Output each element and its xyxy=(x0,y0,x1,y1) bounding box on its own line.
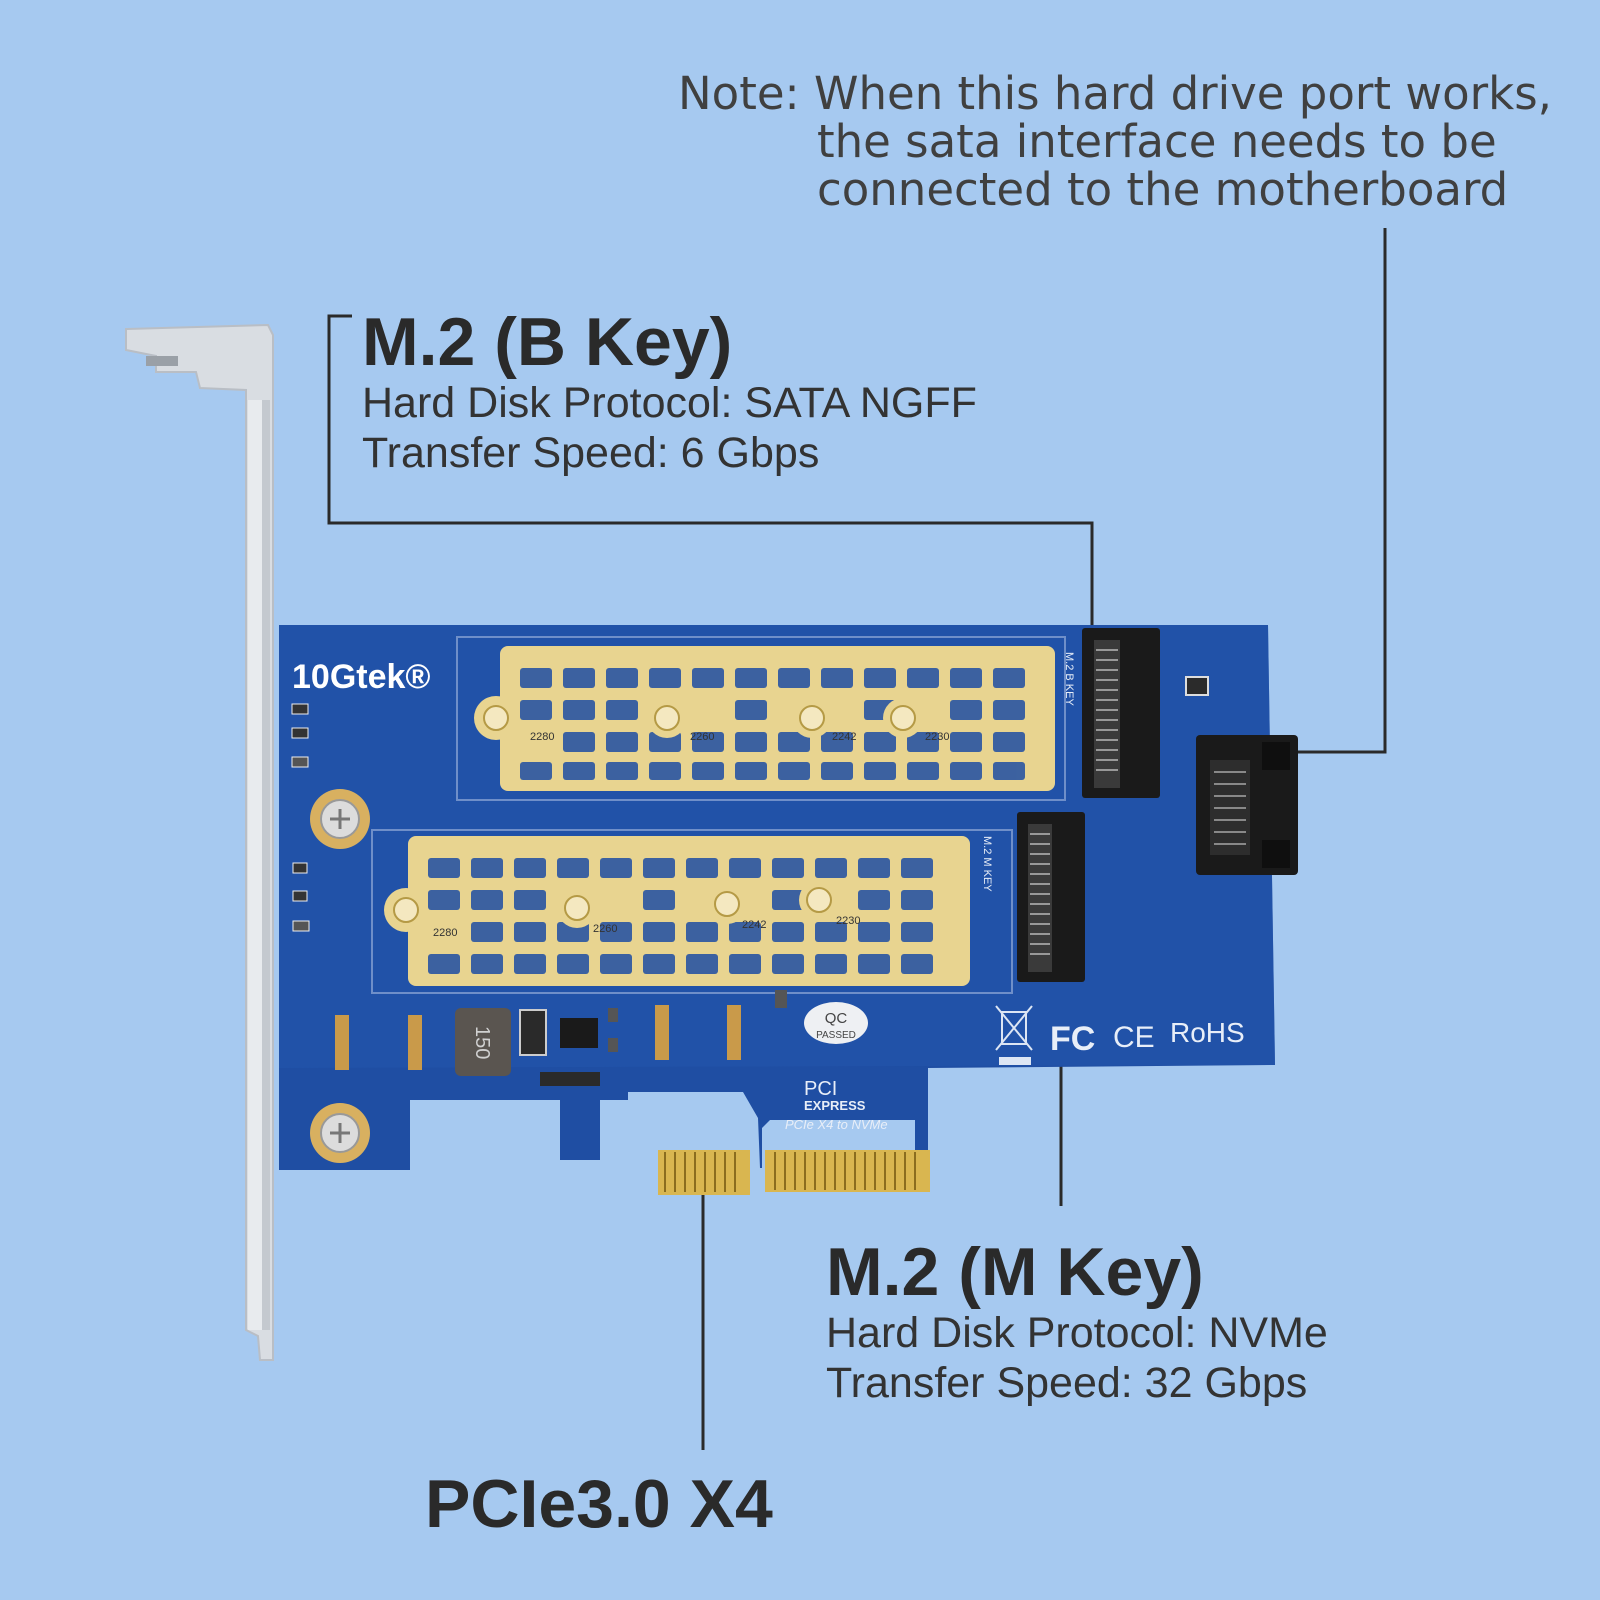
b-key-title: M.2 (B Key) xyxy=(362,304,733,380)
m-size-2260: 2260 xyxy=(593,923,617,935)
m-key-protocol: Hard Disk Protocol: NVMe xyxy=(826,1309,1328,1357)
b-key-slot-outline xyxy=(456,636,1066,801)
qc-line-2: PASSED xyxy=(816,1030,856,1041)
m-size-2242: 2242 xyxy=(742,919,766,931)
mounting-bracket xyxy=(125,323,274,1361)
inductor: 150 xyxy=(455,1008,511,1076)
callout-lines xyxy=(327,228,1387,1450)
m-key-slot-outline xyxy=(371,829,1013,994)
b-key-speed: Transfer Speed: 6 Gbps xyxy=(362,429,820,477)
fc-mark: FC xyxy=(1050,1020,1095,1058)
inductor-label: 150 xyxy=(471,1026,493,1059)
sata-led xyxy=(1185,676,1209,696)
pcie-caption: PCIe X4 to NVMe xyxy=(785,1117,888,1132)
b-size-2260: 2260 xyxy=(690,731,714,743)
rohs-mark: RoHS xyxy=(1170,1017,1245,1048)
smd-components xyxy=(291,703,787,1086)
qc-sticker: QC PASSED xyxy=(804,1002,868,1044)
b-key-leader-line xyxy=(327,314,1094,640)
screw-bottom xyxy=(310,1103,370,1163)
m-key-mounting-grid xyxy=(384,836,970,986)
m-key-connector xyxy=(1017,812,1085,982)
b-size-2230: 2230 xyxy=(925,731,949,743)
pcie-gold-fingers xyxy=(658,1150,930,1195)
b-size-2242: 2242 xyxy=(832,731,856,743)
pcie-label: PCIe3.0 X4 xyxy=(425,1466,773,1542)
b-key-connector xyxy=(1082,628,1160,798)
pci-logo-top: PCI xyxy=(804,1078,837,1100)
m-key-title: M.2 (M Key) xyxy=(826,1234,1204,1310)
m-key-callout: M.2 (M Key) Hard Disk Protocol: NVMe Tra… xyxy=(826,1236,1328,1408)
weee-icon xyxy=(995,1005,1033,1065)
qc-line-1: QC xyxy=(825,1010,848,1027)
note-line-2: the sata interface needs to be xyxy=(817,115,1497,168)
pci-logo-bottom: EXPRESS xyxy=(804,1098,866,1113)
sata-port xyxy=(1196,735,1298,875)
m-size-2280: 2280 xyxy=(433,927,457,939)
m-key-speed: Transfer Speed: 32 Gbps xyxy=(826,1359,1308,1407)
sata-leader-line xyxy=(1287,228,1387,754)
b-key-mounting-grid xyxy=(474,646,1055,791)
certification-marks: FC CE RoHS xyxy=(995,1005,1245,1065)
note-line-3: connected to the motherboard xyxy=(817,163,1509,216)
brand-logo: 10Gtek® xyxy=(292,658,430,696)
note-line-1: Note: When this hard drive port works, xyxy=(678,67,1552,120)
b-key-silkscreen: M.2 B KEY xyxy=(1063,652,1075,706)
m-size-2230: 2230 xyxy=(836,915,860,927)
pci-express-logo: PCI EXPRESS PCIe X4 to NVMe xyxy=(785,1078,888,1132)
sata-note: Note: When this hard drive port works, t… xyxy=(678,70,1552,214)
screw-top xyxy=(310,789,370,849)
b-size-2280: 2280 xyxy=(530,731,554,743)
b-key-callout: M.2 (B Key) Hard Disk Protocol: SATA NGF… xyxy=(362,306,977,478)
b-key-protocol: Hard Disk Protocol: SATA NGFF xyxy=(362,379,977,427)
m-key-silkscreen: M.2 M KEY xyxy=(981,836,993,892)
ce-mark: CE xyxy=(1113,1021,1155,1054)
